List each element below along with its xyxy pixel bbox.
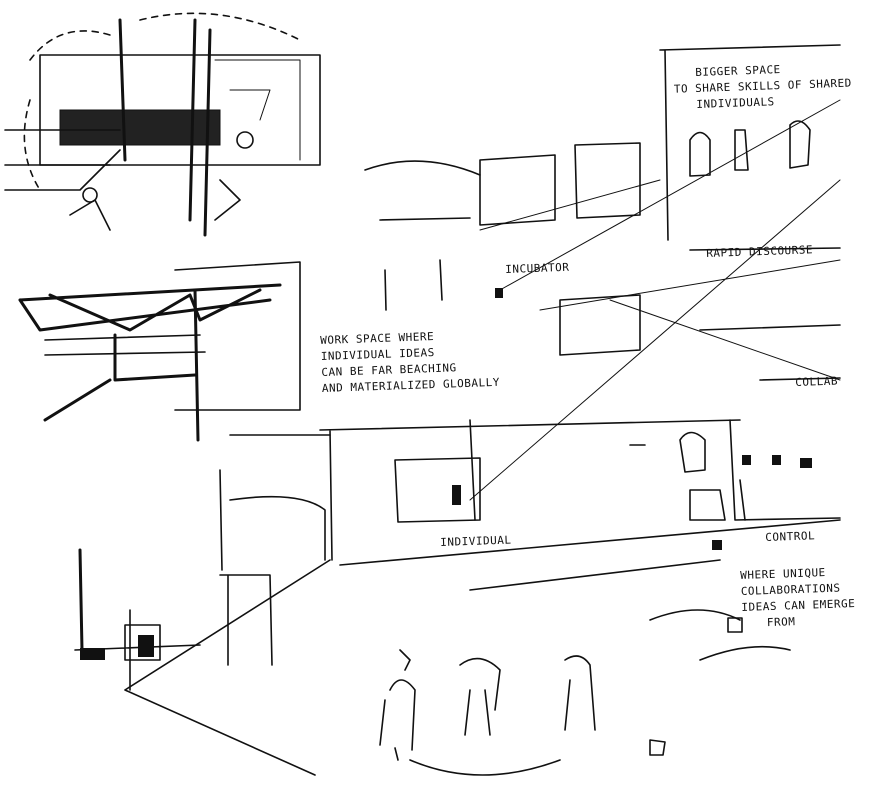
truss-sketch: [18, 261, 301, 442]
note-where-unique: WHERE UNIQUE COLLABORATIONS IDEAS CAN EM…: [740, 564, 856, 632]
main-perspective: [219, 44, 841, 776]
note-individual-space: WORK SPACE WHERE INDIVIDUAL IDEAS CAN BE…: [320, 327, 500, 397]
top-left-vignette: [4, 12, 321, 237]
label-incubator: INCUBATOR: [505, 260, 570, 276]
label-individual: INDIVIDUAL: [440, 533, 512, 549]
label-control: CONTROL: [765, 529, 816, 544]
bottom-left-elevation: [74, 548, 331, 776]
label-collab: COLLAB: [795, 374, 839, 389]
note-line: FROM: [766, 615, 796, 630]
note-bigger-space: BIGGER SPACE TO SHARE SKILLS OF SHARED I…: [674, 60, 853, 113]
